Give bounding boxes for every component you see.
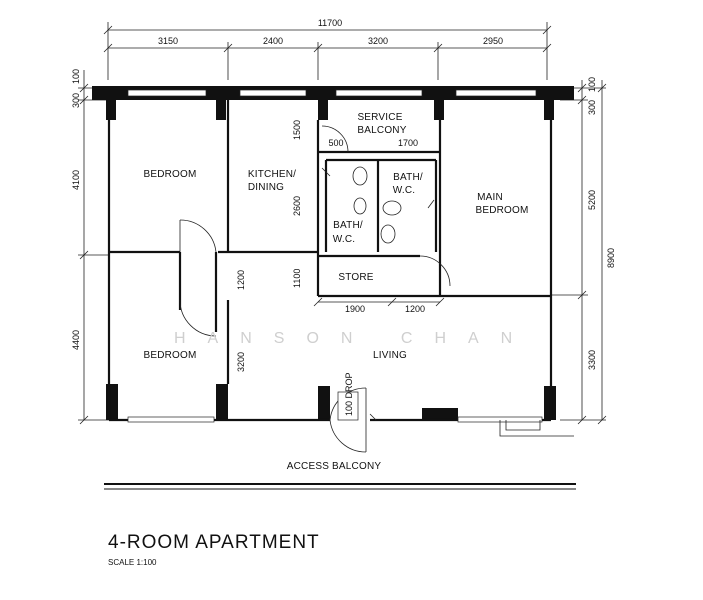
drawing-scale: SCALE 1:100	[108, 558, 157, 567]
dim-left-4100: 4100	[71, 170, 81, 190]
dim-overall-depth: 8900	[606, 248, 616, 268]
structure	[92, 86, 574, 453]
room-service-line1: SERVICE	[357, 112, 402, 123]
room-bedroom-lower: BEDROOM	[143, 350, 196, 361]
room-bath-left-line1: BATH/	[333, 220, 363, 231]
interior-dimensions: 1500 500 1700 2600 1100 1200 3200 1900 1…	[236, 120, 445, 416]
room-bath-right-line2: W.C.	[393, 185, 415, 196]
dim-store-1200: 1200	[405, 304, 425, 314]
dim-store-1900: 1900	[345, 304, 365, 314]
dim-left-300: 300	[71, 93, 81, 108]
watermark: HANSON CHAN	[174, 330, 534, 347]
room-living: LIVING	[373, 350, 407, 361]
dim-service-1500: 1500	[292, 120, 302, 140]
drawing-title: 4-ROOM APARTMENT	[108, 532, 320, 553]
room-main-line1: MAIN	[477, 192, 503, 203]
drop-label: 100 DROP	[344, 372, 354, 416]
dim-left-100: 100	[71, 69, 81, 84]
right-dimension-chain: 100 300 5200 3300 8900	[550, 77, 616, 425]
dim-overall-width: 11700	[318, 18, 342, 28]
dim-right-3300: 3300	[587, 350, 597, 370]
title-block: 4-ROOM APARTMENT SCALE 1:100	[104, 483, 576, 567]
room-kitchen-line2: DINING	[248, 182, 284, 193]
dim-right-300: 300	[587, 100, 597, 115]
room-main-line2: BEDROOM	[475, 205, 528, 216]
room-labels: BEDROOM BEDROOM KITCHEN/ DINING SERVICE …	[143, 112, 528, 472]
dim-right-100: 100	[587, 77, 597, 92]
dim-right-5200: 5200	[587, 190, 597, 210]
room-store: STORE	[338, 272, 373, 283]
room-kitchen-line1: KITCHEN/	[248, 169, 296, 180]
dim-top-seg-1: 3150	[158, 36, 178, 46]
dim-top-seg-4: 2950	[483, 36, 503, 46]
dim-bedroom-3200: 3200	[236, 352, 246, 372]
room-bath-right-line1: BATH/	[393, 172, 423, 183]
dim-store-1100: 1100	[292, 269, 302, 288]
dim-service-1700: 1700	[398, 138, 418, 148]
room-access-balcony: ACCESS BALCONY	[287, 461, 382, 472]
top-dimension-chain: 11700 3150 2400 3200 2950	[103, 18, 552, 80]
room-service-line2: BALCONY	[357, 125, 406, 136]
dim-kitchen-2600: 2600	[292, 196, 302, 216]
dim-top-seg-2: 2400	[263, 36, 283, 46]
dim-left-4400: 4400	[71, 330, 81, 350]
dim-corridor-1200: 1200	[236, 270, 246, 290]
room-bath-left-line2: W.C.	[333, 234, 355, 245]
room-bedroom-upper: BEDROOM	[143, 169, 196, 180]
left-dimension-chain: 300 100 4100 4400	[71, 69, 110, 425]
dim-service-500: 500	[328, 138, 343, 148]
dim-top-seg-3: 3200	[368, 36, 388, 46]
